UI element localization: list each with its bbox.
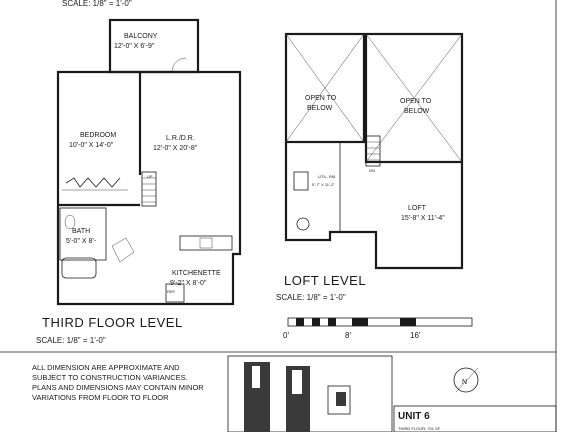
washer-dryer-space — [293, 171, 309, 191]
unit-box: UNIT 6 THIRD FLOOR: 701 SF — [393, 405, 557, 432]
open-right-line1: OPEN TO — [400, 98, 432, 105]
toilet — [64, 214, 76, 230]
unit-area: THIRD FLOOR: 701 SF — [398, 426, 441, 431]
water-heater — [296, 217, 310, 231]
open-left-line2: BELOW — [307, 105, 333, 112]
utility-name: UTIL. RM. — [318, 174, 336, 179]
loft-dims: 15'-8" X 11'-4" — [401, 215, 445, 222]
bathtub — [61, 257, 97, 279]
kitchenette-dims: 9'-2" X 8'-0" — [170, 280, 207, 287]
compass-north-label: N — [462, 379, 467, 386]
balcony-door-swing — [171, 57, 187, 73]
scale-label-0: 0' — [283, 331, 289, 340]
scale-label-8: 8' — [345, 331, 351, 340]
bedroom-name: BEDROOM — [80, 132, 116, 139]
disclaimer-line-3: PLANS AND DIMENSIONS MAY CONTAIN MINOR — [32, 383, 204, 392]
loft-level-scale: SCALE: 1/8" = 1'-0" — [276, 293, 346, 302]
disclaimer-line-1: ALL DIMENSION ARE APPROXIMATE AND — [32, 363, 180, 372]
loft-level-plan: OPEN TO BELOW OPEN TO BELOW UTIL. RM. 5'… — [276, 32, 464, 302]
kitchenette-name: KITCHENETTE — [172, 270, 221, 277]
bath-dims: 5'-0" X 8'- — [66, 238, 97, 245]
north-compass: N — [453, 367, 479, 393]
third-floor-outer-wall — [56, 70, 242, 306]
stair-up-label: UP — [147, 174, 153, 179]
closet-doors — [65, 177, 121, 188]
third-floor-title: THIRD FLOOR LEVEL — [42, 315, 183, 330]
bath-outline — [59, 207, 107, 261]
open-below-left — [284, 32, 366, 144]
third-floor-scale: SCALE: 1/8" = 1'-0" — [36, 336, 106, 345]
refrigerator-label: REF. — [167, 289, 176, 294]
balcony-name: BALCONY — [124, 33, 158, 40]
open-left-line1: OPEN TO — [305, 95, 337, 102]
living-dims: 12'-0" X 20'-8" — [153, 145, 198, 152]
loft-name: LOFT — [408, 205, 427, 212]
sink — [199, 237, 213, 249]
bath-name: BATH — [72, 228, 90, 235]
open-right-line2: BELOW — [404, 108, 430, 115]
stair-up — [141, 171, 157, 207]
unit-name: UNIT 6 — [398, 411, 430, 422]
scale-label-16: 16' — [410, 331, 421, 340]
refrigerator-space — [165, 283, 185, 303]
stair-down — [365, 135, 381, 167]
key-plans — [227, 355, 393, 432]
open-below-right — [364, 32, 464, 164]
bedroom-dims: 10'-0" X 14'-0" — [69, 142, 114, 149]
disclaimer-line-2: SUBJECT TO CONSTRUCTION VARIANCES. — [32, 373, 188, 382]
third-floor-plan: REF. BALCONY 12'-0" X 6'-9" BEDROOM 10'-… — [36, 18, 242, 345]
utility-dims: 5'-7" X 11'-2" — [312, 182, 335, 187]
loft-level-title: LOFT LEVEL — [284, 273, 366, 288]
balcony-dims: 12'-0" X 6'-9" — [114, 43, 155, 50]
graphic-scale-bar: 0' 8' 16' — [283, 317, 473, 340]
bath-door — [111, 237, 135, 263]
disclaimer-block: ALL DIMENSION ARE APPROXIMATE AND SUBJEC… — [32, 363, 204, 402]
kitchen-counter — [179, 235, 233, 251]
stair-down-label: DN — [369, 168, 375, 173]
top-scale-label: SCALE: 1/8" = 1'-0" — [62, 0, 132, 8]
disclaimer-line-4: VARIATIONS FROM FLOOR TO FLOOR — [32, 393, 169, 402]
living-name: L.R./D.R. — [166, 135, 195, 142]
loft-outer-wall — [284, 142, 464, 270]
